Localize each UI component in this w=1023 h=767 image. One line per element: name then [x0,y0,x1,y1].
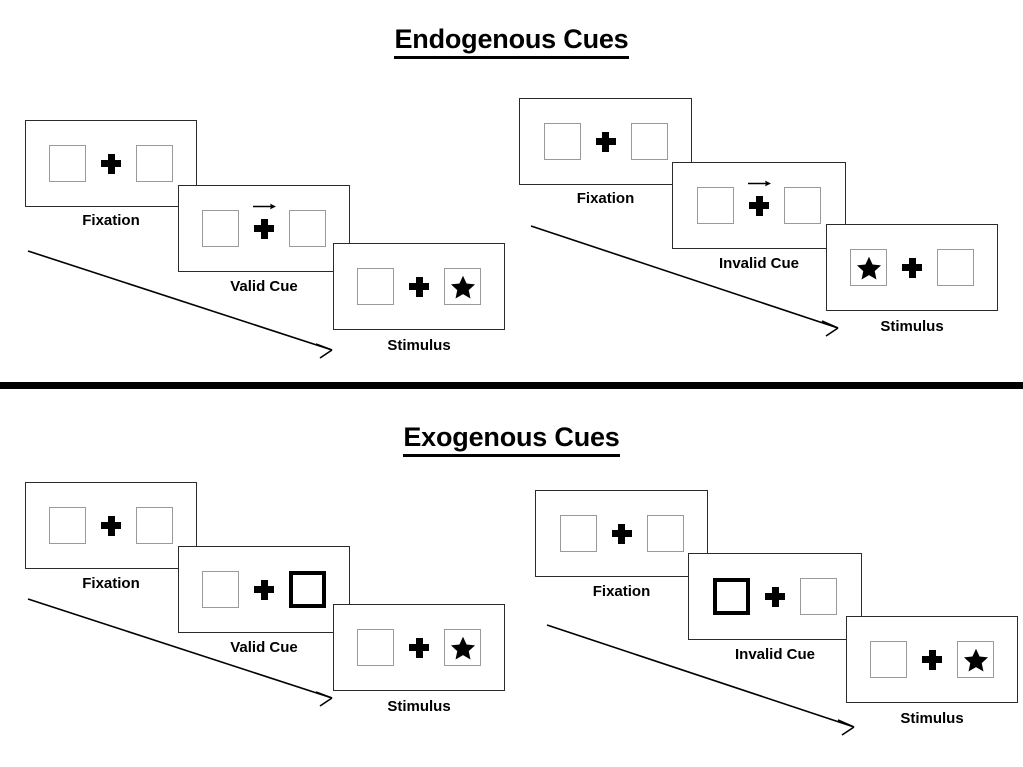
plus-icon [100,515,122,537]
placeholder-box-right [784,187,821,224]
placeholder-box-left [202,210,239,247]
frame-content [334,244,504,329]
plus-icon [764,586,786,608]
placeholder-box-left [357,268,394,305]
placeholder-box-left [870,641,907,678]
star-icon [963,648,988,671]
plus-icon [901,257,923,279]
cue-center-column [748,180,771,217]
section-divider [0,382,1023,389]
section-title-endogenous-text: Endogenous Cues [394,24,629,59]
target-box-right [444,268,481,305]
cue-center-column [253,203,276,240]
placeholder-box-right [937,249,974,286]
frame-label-fixation: Fixation [576,190,635,207]
trial-frame-exogenous-valid-fixation [25,482,197,569]
frame-label-valid-cue: Valid Cue [230,639,298,656]
plus-icon [100,153,122,175]
frame-content [689,554,861,639]
placeholder-box-left [559,515,597,552]
placeholder-box-left [357,629,394,666]
cued-box-right [289,571,326,608]
star-icon [856,256,881,279]
star-icon [450,636,475,659]
section-title-exogenous: Exogenous Cues [0,422,1023,457]
placeholder-box-right [136,507,173,544]
time-flow-arrow-icon-exogenous-invalid [546,624,855,736]
trial-frame-endogenous-valid-cue [178,185,350,272]
time-flow-arrow-icon-endogenous-valid [27,250,333,359]
target-box-left [850,249,887,286]
target-box-right [444,629,481,666]
section-exogenous-cues: Exogenous Cues Fixation Valid Cue [0,394,1023,767]
frame-content [26,483,196,568]
frame-label-fixation: Fixation [82,212,140,229]
placeholder-box-left [543,123,581,160]
section-endogenous-cues: Endogenous Cues Fixation Valid Cue [0,24,1023,359]
frame-content [847,617,1017,702]
plus-icon [408,637,430,659]
arrow-right-icon [253,203,276,209]
trial-frame-exogenous-valid-stimulus [333,604,505,691]
trial-frame-endogenous-valid-fixation [25,120,197,207]
plus-icon [921,649,943,671]
plus-icon [408,276,430,298]
placeholder-box-right [136,145,173,182]
frame-label-fixation: Fixation [592,583,651,600]
frame-label-stimulus: Stimulus [387,698,451,715]
star-icon [450,275,475,298]
frame-content [26,121,196,206]
time-flow-arrow-icon-exogenous-valid [27,598,333,707]
frame-label-fixation: Fixation [82,575,140,592]
placeholder-box-right [630,123,668,160]
frame-label-stimulus: Stimulus [387,337,451,354]
trial-frame-exogenous-invalid-stimulus [846,616,1018,703]
trial-frame-endogenous-valid-stimulus [333,243,505,330]
frame-content [179,186,349,271]
section-title-exogenous-text: Exogenous Cues [403,422,620,457]
frame-label-invalid-cue: Invalid Cue [718,255,800,272]
frame-content [520,99,691,184]
frame-content [334,605,504,690]
section-title-endogenous: Endogenous Cues [0,24,1023,59]
frame-content [536,491,707,576]
trial-frame-exogenous-invalid-cue [688,553,862,640]
placeholder-box-left [202,571,239,608]
plus-icon [253,218,275,240]
placeholder-box-left [49,145,86,182]
frame-content [827,225,997,310]
trial-frame-exogenous-valid-cue [178,546,350,633]
trial-frame-endogenous-invalid-cue [672,162,846,249]
placeholder-box-left [697,187,734,224]
frame-label-valid-cue: Valid Cue [230,278,298,295]
frame-label-stimulus: Stimulus [900,710,964,727]
frame-content [673,163,845,248]
time-flow-arrow-icon-endogenous-invalid [530,225,839,337]
frame-label-invalid-cue: Invalid Cue [734,646,816,663]
frame-label-stimulus: Stimulus [880,318,944,335]
trial-frame-endogenous-invalid-fixation [519,98,692,185]
placeholder-box-right [800,578,837,615]
plus-icon [253,579,275,601]
cued-box-left [713,578,750,615]
placeholder-box-left [49,507,86,544]
target-box-right [957,641,994,678]
arrow-right-icon [748,180,771,186]
plus-icon [595,131,617,153]
plus-icon [611,523,633,545]
trial-frame-endogenous-invalid-stimulus [826,224,998,311]
frame-content [179,547,349,632]
trial-frame-exogenous-invalid-fixation [535,490,708,577]
placeholder-box-right [646,515,684,552]
placeholder-box-right [289,210,326,247]
plus-icon [748,195,770,217]
